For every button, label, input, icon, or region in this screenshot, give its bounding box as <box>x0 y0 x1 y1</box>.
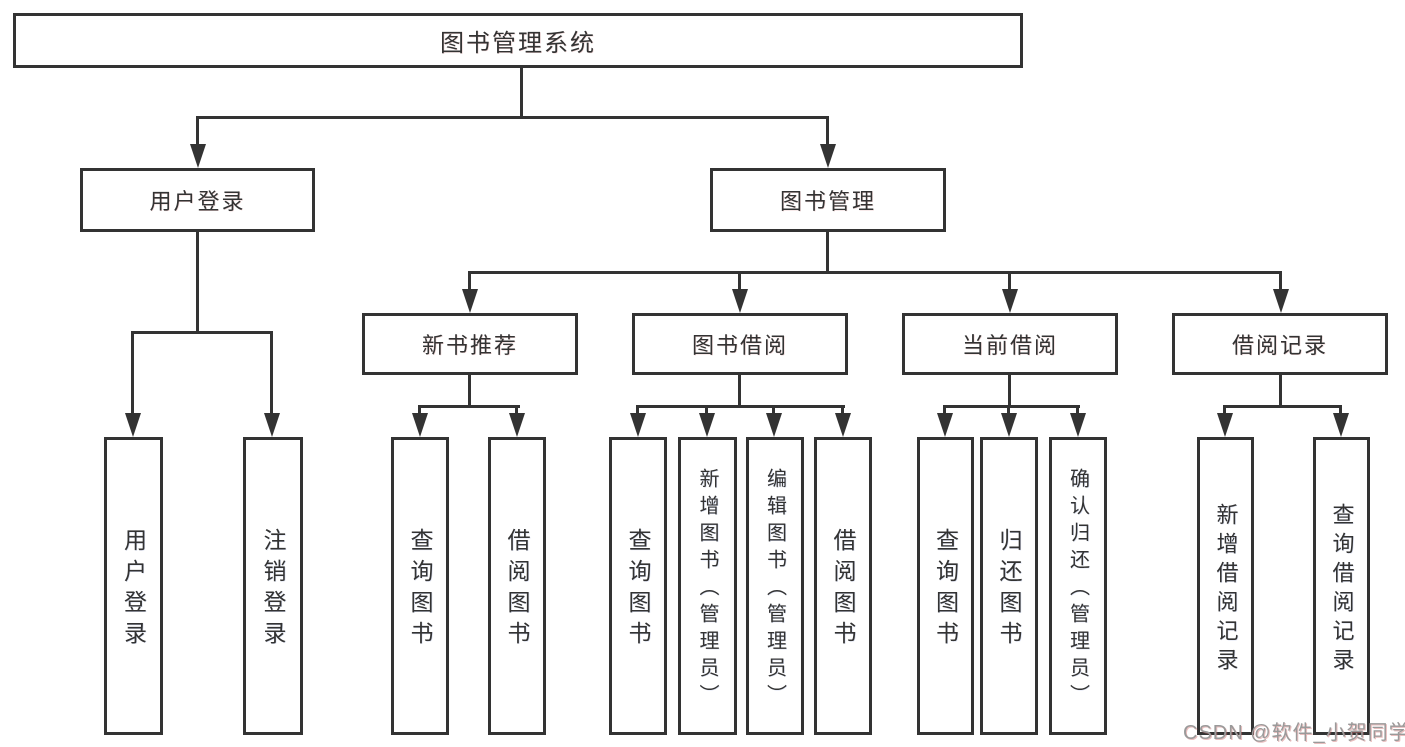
arrowhead-user-login <box>190 144 206 168</box>
arrowhead-query-record <box>1333 413 1349 437</box>
leaf-add-books-admin: 新增图书（管理员） <box>678 437 737 735</box>
leaf-user-login-label: 用户登录 <box>120 528 147 652</box>
arrowhead-borrow1 <box>509 413 525 437</box>
arrowhead-current-borrow <box>1002 289 1018 313</box>
edge-borrow-records-bus <box>1223 405 1342 408</box>
leaf-query-books-3-label: 查询图书 <box>932 528 959 652</box>
arrowhead-new-book <box>462 289 478 313</box>
arrowhead-return-books <box>1001 413 1017 437</box>
leaf-confirm-return-admin: 确认归还（管理员） <box>1049 437 1107 735</box>
node-user-login: 用户登录 <box>80 168 315 232</box>
edge-drop-borrow-records <box>1279 271 1282 293</box>
leaf-confirm-return-admin-label: 确认归还（管理员） <box>1066 468 1089 711</box>
edge-drop-query3 <box>943 405 946 419</box>
node-root: 图书管理系统 <box>13 13 1023 68</box>
node-current-borrow: 当前借阅 <box>902 313 1118 375</box>
edge-book-borrow-bus <box>636 405 845 408</box>
leaf-borrow-books-1: 借阅图书 <box>488 437 546 735</box>
leaf-borrow-books-2-label: 借阅图书 <box>830 528 856 652</box>
arrowhead-book-management <box>820 144 836 168</box>
edge-drop-borrow2 <box>841 405 844 419</box>
edge-drop-add-record <box>1223 405 1226 419</box>
edge-borrow-records-stem <box>1279 373 1282 407</box>
edge-drop-leaf-user-login <box>131 331 134 417</box>
node-new-book-recommend: 新书推荐 <box>362 313 578 375</box>
node-borrow-records: 借阅记录 <box>1172 313 1388 375</box>
arrowhead-confirm-return <box>1070 413 1086 437</box>
edge-new-book-stem <box>468 373 471 407</box>
leaf-query-books-3: 查询图书 <box>917 437 974 735</box>
arrowhead-book-borrow <box>732 289 748 313</box>
leaf-edit-books-admin: 编辑图书（管理员） <box>746 437 804 735</box>
edge-drop-edit-books <box>772 405 775 419</box>
csdn-watermark: CSDN @软件_小贺同学 <box>1183 722 1405 744</box>
leaf-logout-label: 注销登录 <box>260 528 286 652</box>
edge-drop-book-management <box>826 116 829 148</box>
node-current-borrow-label: 当前借阅 <box>961 333 1058 358</box>
leaf-query-books-2: 查询图书 <box>609 437 667 735</box>
node-book-management: 图书管理 <box>710 168 946 232</box>
leaf-edit-books-admin-label: 编辑图书（管理员） <box>763 468 786 711</box>
edge-level1-bus <box>196 116 829 119</box>
edge-root-stem <box>520 66 523 119</box>
edge-drop-leaf-logout <box>270 331 273 417</box>
node-user-login-label: 用户登录 <box>149 189 246 214</box>
arrowhead-query3 <box>937 413 953 437</box>
arrowhead-borrow2 <box>835 413 851 437</box>
arrowhead-query2 <box>630 413 646 437</box>
edge-level2-bus <box>468 271 1282 274</box>
leaf-borrow-books-1-label: 借阅图书 <box>504 528 530 652</box>
node-borrow-records-label: 借阅记录 <box>1231 333 1328 358</box>
edge-drop-book-borrow <box>738 271 741 293</box>
node-book-management-label: 图书管理 <box>779 189 876 214</box>
leaf-query-borrow-record-label: 查询借阅记录 <box>1329 502 1355 677</box>
leaf-query-books-1: 查询图书 <box>391 437 449 735</box>
leaf-user-login: 用户登录 <box>104 437 163 735</box>
leaf-query-borrow-record: 查询借阅记录 <box>1313 437 1370 735</box>
edge-current-borrow-stem <box>1008 373 1011 407</box>
edge-drop-query2 <box>636 405 639 419</box>
arrowhead-add-record <box>1217 413 1233 437</box>
arrowhead-leaf-user-login <box>125 413 141 437</box>
edge-drop-query-record <box>1339 405 1342 419</box>
arrowhead-add-books <box>699 413 715 437</box>
edge-book-borrow-stem <box>738 373 741 407</box>
edge-drop-confirm-return <box>1076 405 1079 419</box>
leaf-add-borrow-record: 新增借阅记录 <box>1197 437 1254 735</box>
edge-user-login-stem <box>196 230 199 333</box>
arrowhead-edit-books <box>766 413 782 437</box>
arrowhead-borrow-records <box>1273 289 1289 313</box>
node-new-book-recommend-label: 新书推荐 <box>421 333 518 358</box>
leaf-return-books-label: 归还图书 <box>996 528 1022 652</box>
edge-drop-return-books <box>1007 405 1010 419</box>
arrowhead-query1 <box>412 413 428 437</box>
node-root-label: 图书管理系统 <box>440 30 596 57</box>
arrowhead-leaf-logout <box>264 413 280 437</box>
edge-drop-query1 <box>418 405 421 419</box>
edge-book-management-stem <box>826 230 829 274</box>
leaf-query-books-2-label: 查询图书 <box>625 528 651 652</box>
edge-drop-user-login <box>196 116 199 148</box>
node-book-borrow-label: 图书借阅 <box>691 333 788 358</box>
edge-drop-new-book <box>468 271 471 293</box>
edge-new-book-bus <box>418 405 520 408</box>
leaf-query-books-1-label: 查询图书 <box>407 528 433 652</box>
leaf-add-borrow-record-label: 新增借阅记录 <box>1213 502 1239 677</box>
leaf-borrow-books-2: 借阅图书 <box>814 437 872 735</box>
edge-drop-current-borrow <box>1008 271 1011 293</box>
edge-drop-add-books <box>705 405 708 419</box>
node-book-borrow: 图书借阅 <box>632 313 848 375</box>
leaf-add-books-admin-label: 新增图书（管理员） <box>696 468 718 711</box>
leaf-logout: 注销登录 <box>243 437 303 735</box>
edge-current-borrow-bus <box>943 405 1080 408</box>
edge-user-login-bus <box>131 331 273 334</box>
leaf-return-books: 归还图书 <box>980 437 1038 735</box>
edge-drop-borrow1 <box>515 405 518 419</box>
